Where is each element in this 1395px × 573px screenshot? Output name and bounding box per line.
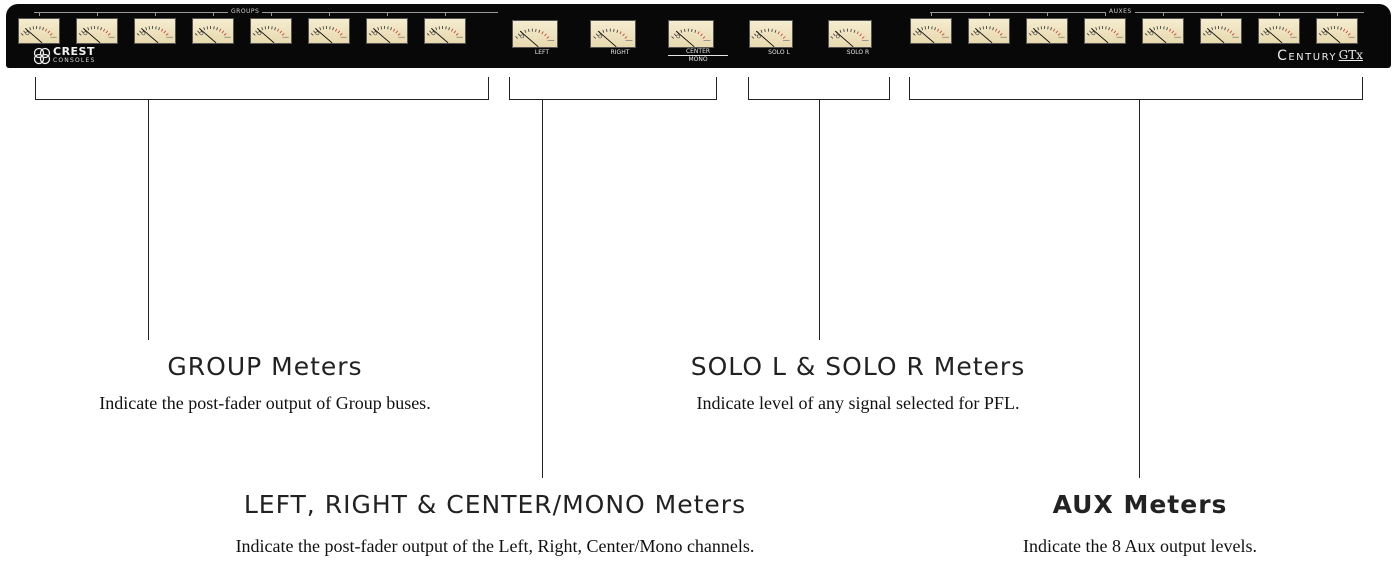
bus-tick	[97, 12, 98, 16]
group-meter	[250, 18, 292, 44]
aux-meters-bracket	[909, 77, 1363, 100]
bus-tick	[989, 12, 990, 16]
solo-meters-description: Indicate level of any signal selected fo…	[696, 393, 1020, 413]
bus-tick	[1279, 12, 1280, 16]
group-meters-title: GROUP Meters	[167, 352, 363, 381]
center-meter-label: CENTER	[668, 48, 728, 56]
group-meter	[76, 18, 118, 44]
logo-wordmark: CREST	[53, 45, 95, 58]
solo-leader-line	[819, 100, 820, 340]
bus-tick	[1163, 12, 1164, 16]
bus-tick	[213, 12, 214, 16]
bus-tick	[329, 12, 330, 16]
left-meter-label: LEFT	[534, 49, 550, 56]
group-meter	[424, 18, 466, 44]
bus-tick	[1105, 12, 1106, 16]
master-meters-title: LEFT, RIGHT & CENTER/MONO Meters	[243, 490, 747, 519]
aux-meter	[910, 18, 952, 44]
aux-meter	[1026, 18, 1068, 44]
group-meter	[366, 18, 408, 44]
bus-tick	[445, 12, 446, 16]
logo-subtext: CONSOLES	[53, 57, 96, 64]
solo-meters-title: SOLO L & SOLO R Meters	[690, 352, 1026, 381]
mono-meter-label: MONO	[688, 56, 708, 63]
crest-logo-mark-icon	[33, 47, 51, 65]
bus-tick	[931, 12, 932, 16]
group-meter	[192, 18, 234, 44]
brand-suffix: GTx	[1338, 48, 1363, 62]
aux-meter	[1084, 18, 1126, 44]
group-meter	[308, 18, 350, 44]
master-meters-bracket	[509, 77, 717, 100]
solo-r-meter-label: SOLO R	[846, 49, 870, 56]
auxes-label: AUXES	[1106, 8, 1135, 15]
right-meter-label: RIGHT	[610, 49, 630, 56]
center-mono-meter	[668, 20, 714, 48]
crest-logo: CREST CONSOLES	[33, 45, 143, 68]
aux-meters-description: Indicate the 8 Aux output levels.	[1023, 536, 1257, 556]
solo-meters-bracket	[748, 77, 890, 100]
group-meter	[134, 18, 176, 44]
group-meters-description: Indicate the post-fader output of Group …	[99, 393, 431, 413]
bus-tick	[271, 12, 272, 16]
groups-bus-line	[34, 12, 498, 13]
group-meters-bracket	[35, 77, 489, 100]
solo-l-meter	[749, 20, 793, 48]
auxes-bus-line	[930, 12, 1364, 13]
bus-tick	[39, 12, 40, 16]
bus-tick	[1221, 12, 1222, 16]
groups-label: GROUPS	[228, 8, 263, 15]
brand-name: Century	[1277, 48, 1337, 64]
aux-meter	[968, 18, 1010, 44]
aux-meter	[1258, 18, 1300, 44]
bus-tick	[1337, 12, 1338, 16]
group-leader-line	[148, 100, 149, 340]
master-leader-line	[542, 100, 543, 478]
aux-meter	[1316, 18, 1358, 44]
bus-tick	[155, 12, 156, 16]
right-meter	[590, 20, 636, 48]
aux-meters-title: AUX Meters	[1052, 490, 1228, 519]
solo-r-meter	[828, 20, 872, 48]
meter-bridge: GROUPS AUXES	[6, 4, 1391, 68]
master-meters-description: Indicate the post-fader output of the Le…	[235, 536, 755, 556]
aux-meter	[1200, 18, 1242, 44]
bus-tick	[1047, 12, 1048, 16]
solo-l-meter-label: SOLO L	[768, 49, 790, 56]
group-meter	[18, 18, 60, 44]
bus-tick	[387, 12, 388, 16]
left-meter	[512, 20, 558, 48]
aux-leader-line	[1139, 100, 1140, 478]
aux-meter	[1142, 18, 1184, 44]
